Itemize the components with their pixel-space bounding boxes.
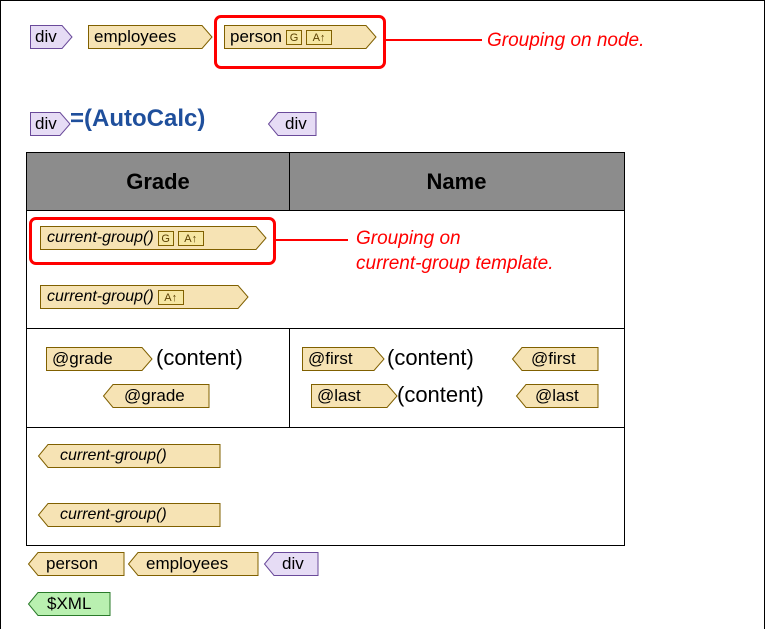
person-close-label: person [46, 554, 98, 573]
current-group-sorted-tag[interactable]: current-group() A↑ [40, 285, 249, 309]
grouping-on-current-group-annotation-line2: current-group template. [356, 253, 554, 274]
current-group-close-tag-1[interactable]: current-group() [37, 444, 221, 468]
xml-close-label: $XML [47, 594, 92, 613]
grouping-on-current-group-annotation-line1: Grouping on [356, 228, 461, 249]
annotation-connector-line [386, 39, 482, 41]
tag-shape [511, 347, 599, 371]
tag-shape [37, 503, 221, 527]
tag-shape [263, 552, 319, 576]
grade-close-tag[interactable]: @grade [102, 384, 210, 408]
div-open-label: div [35, 27, 57, 46]
tag-shape [102, 384, 210, 408]
current-group-open-label: current-group() [47, 229, 154, 246]
tag-shape [30, 25, 73, 49]
data-row-divider [289, 328, 290, 427]
tag-shape [30, 112, 71, 136]
person-open-label: person [230, 27, 282, 46]
tag-shape [127, 552, 259, 576]
last-close-tag[interactable]: @last [515, 384, 599, 408]
first-open-label: @first [308, 349, 353, 368]
last-content-placeholder[interactable]: (content) [397, 382, 484, 407]
xml-close-tag[interactable]: $XML [27, 592, 111, 616]
person-close-tag[interactable]: person [27, 552, 125, 576]
tag-shape [27, 552, 125, 576]
group-icon[interactable]: G [157, 230, 174, 246]
grade-column-header[interactable]: Grade [27, 153, 289, 211]
person-open-tag[interactable]: person G A↑ [224, 25, 377, 49]
sort-icon[interactable]: A↑ [177, 230, 204, 246]
current-group-close-label-2: current-group() [60, 506, 167, 523]
last-open-tag[interactable]: @last [311, 384, 398, 408]
group-icon[interactable]: G [285, 29, 302, 45]
employees-open-tag[interactable]: employees [88, 25, 213, 49]
tag-shape [40, 226, 267, 250]
tag-shape [40, 285, 249, 309]
tag-shape [27, 592, 111, 616]
first-content-placeholder[interactable]: (content) [387, 345, 474, 370]
current-group-highlight-box [29, 217, 276, 265]
name-column-header[interactable]: Name [289, 153, 624, 211]
div-close-tag[interactable]: div [263, 552, 319, 576]
first-close-tag[interactable]: @first [511, 347, 599, 371]
tag-shape [311, 384, 398, 408]
autocalc-div-close-label: div [285, 114, 307, 133]
grade-open-tag[interactable]: @grade [46, 347, 153, 371]
last-close-label: @last [535, 386, 579, 405]
first-open-tag[interactable]: @first [302, 347, 385, 371]
row-divider-1 [27, 328, 624, 329]
tag-shape [515, 384, 599, 408]
employees-open-label: employees [94, 27, 177, 46]
header-divider [289, 153, 290, 211]
tag-shape [37, 444, 221, 468]
last-open-label: @last [317, 386, 361, 405]
current-group-close-label-1: current-group() [60, 447, 167, 464]
person-highlight-box [214, 15, 386, 69]
tag-shape [46, 347, 153, 371]
grade-content-placeholder[interactable]: (content) [156, 345, 243, 370]
tag-shape [302, 347, 385, 371]
first-close-label: @first [531, 349, 576, 368]
div-open-tag[interactable]: div [30, 25, 73, 49]
autocalc-label[interactable]: =(AutoCalc) [70, 105, 206, 132]
autocalc-div-open-tag[interactable]: div [30, 112, 71, 136]
div-close-label: div [282, 554, 304, 573]
autocalc-div-close-tag[interactable]: div [267, 112, 317, 136]
sort-icon[interactable]: A↑ [305, 29, 332, 45]
tag-shape [267, 112, 317, 136]
current-group-sorted-label: current-group() [47, 288, 154, 305]
employees-close-label: employees [146, 554, 229, 573]
employee-table: Grade Name [26, 152, 625, 546]
grade-close-label: @grade [124, 386, 185, 405]
current-group-connector-line [276, 239, 348, 241]
row-divider-2 [27, 427, 624, 428]
grouping-on-node-annotation: Grouping on node. [487, 30, 645, 51]
tag-shape [88, 25, 213, 49]
current-group-open-tag[interactable]: current-group() G A↑ [40, 226, 267, 250]
sort-icon[interactable]: A↑ [157, 289, 184, 305]
current-group-close-tag-2[interactable]: current-group() [37, 503, 221, 527]
autocalc-div-open-label: div [35, 114, 57, 133]
grade-open-label: @grade [52, 349, 113, 368]
employees-close-tag[interactable]: employees [127, 552, 259, 576]
